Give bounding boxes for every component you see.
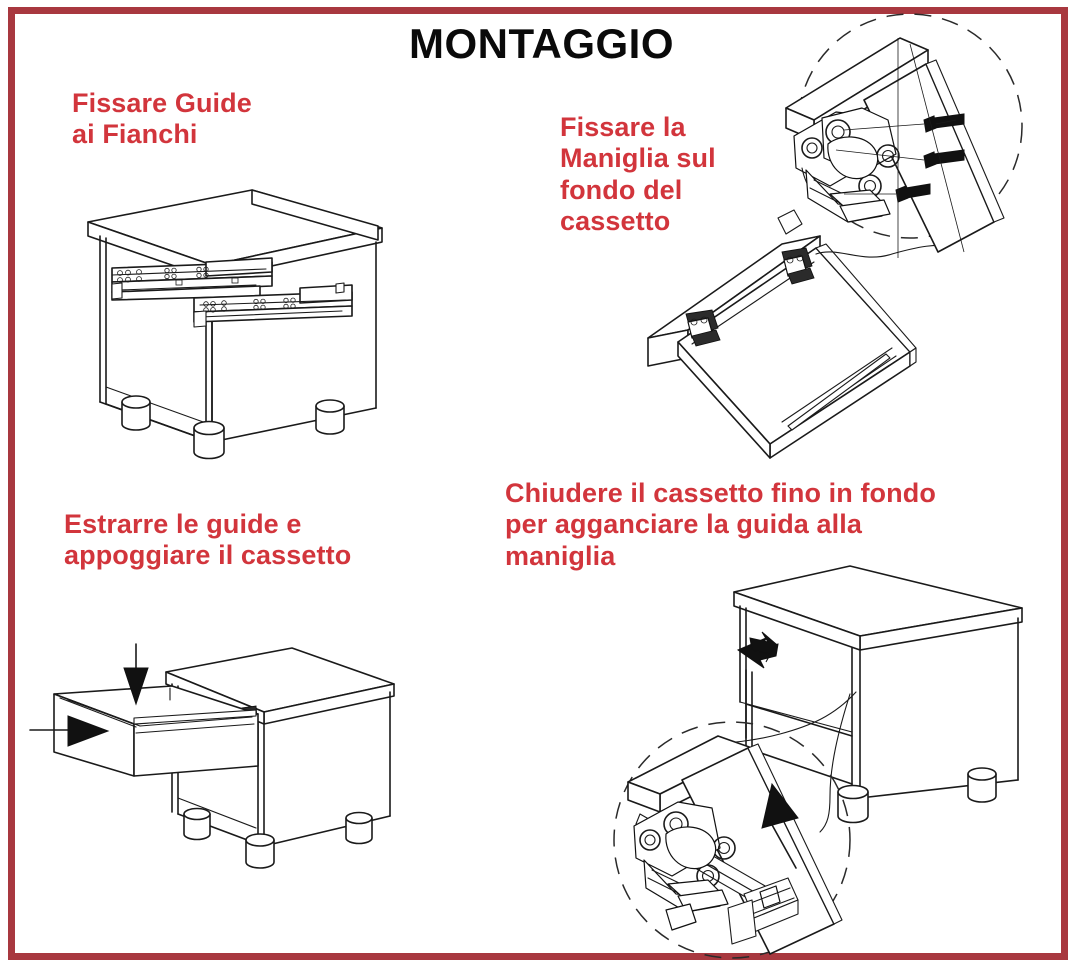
adjustable-foot-center [193,420,225,460]
push-pull-arrow [736,631,779,669]
drawer-slide-left [111,257,273,301]
adjustable-foot-center [837,784,869,824]
step-3-illustration [24,600,454,890]
adjustable-foot-right [967,767,997,803]
handle-bracket-mechanism [633,801,736,931]
cabinet-top-panel-extension [251,189,379,241]
step-4-illustration [613,552,1060,962]
handle-bracket-rear [781,247,815,285]
step-3-caption: Estrarre le guide e appoggiare il casset… [64,509,352,571]
adjustable-foot-right [345,811,373,845]
pointer-arrow [761,782,799,869]
step-4-detail-circle [613,721,851,959]
adjustable-foot-left [121,395,151,431]
handle-bracket-front [685,309,721,347]
right-arrow [29,715,110,747]
step-1-illustration [60,180,470,465]
step-4-caption: Chiudere il cassetto fino in fondo per a… [505,478,936,571]
slide-hook [727,877,799,945]
screw-leader-lines [835,119,957,195]
drawer-box [647,235,917,459]
step-2-caption: Fissare la Maniglia sul fondo del casset… [560,112,716,236]
step-2-illustration [630,230,951,460]
handle-bracket-mechanism [777,107,900,235]
down-arrow [123,643,149,706]
cabinet [733,565,1023,799]
page-title: MONTAGGIO [408,20,675,67]
screw-3 [895,183,931,203]
adjustable-foot-center [245,833,275,869]
adjustable-foot-left [183,807,211,841]
drawer-slide-right [193,282,353,328]
screw-2 [923,149,965,169]
step-2-detail-circle [777,8,1078,258]
step-1-caption: Fissare Guide ai Fianchi [72,88,252,150]
adjustable-foot-right [315,399,345,435]
